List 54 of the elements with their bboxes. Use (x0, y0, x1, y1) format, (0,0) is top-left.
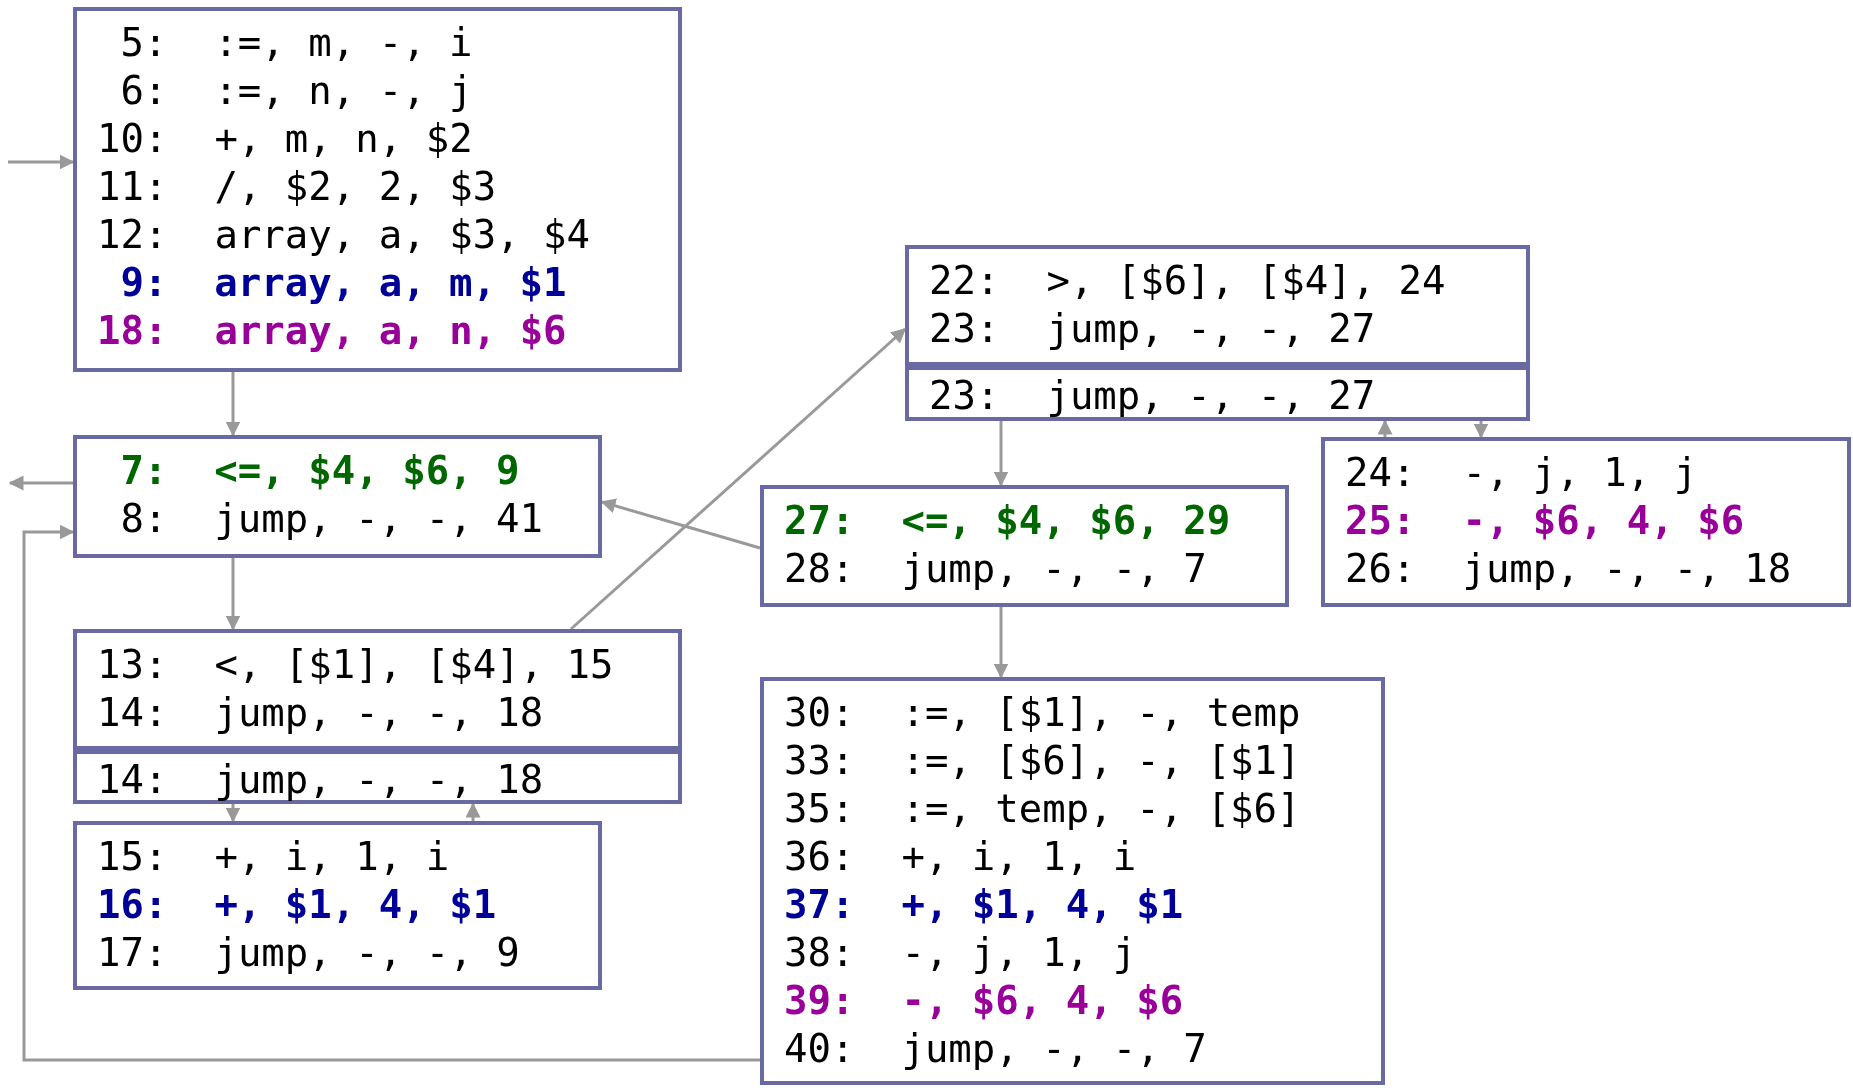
arrow (600, 498, 761, 550)
arrow (570, 327, 907, 631)
code-line: 8: jump, -, -, 41 (120, 495, 544, 543)
code-line: 7: <=, $4, $6, 9 (120, 447, 520, 495)
code-line: 26: jump, -, -, 18 (1345, 545, 1792, 593)
code-line: 28: jump, -, -, 7 (784, 545, 1207, 593)
code-line: 14: jump, -, -, 18 (97, 756, 544, 804)
arrow (225, 558, 241, 631)
code-line: 22: >, [$6], [$4], 24 (929, 257, 1446, 305)
code-line: 27: <=, $4, $6, 29 (784, 497, 1231, 545)
code-line: 30: :=, [$1], -, temp (784, 689, 1301, 737)
code-line: 39: -, $6, 4, $6 (784, 977, 1184, 1025)
code-line: 11: /, $2, 2, $3 (97, 163, 497, 211)
code-line: 25: -, $6, 4, $6 (1345, 497, 1745, 545)
code-line: 16: +, $1, 4, $1 (97, 881, 497, 929)
code-line: 5: :=, m, -, i (120, 19, 473, 67)
arrow (993, 421, 1009, 487)
code-line: 38: -, j, 1, j (784, 929, 1137, 977)
arrow (993, 607, 1009, 679)
code-line: 10: +, m, n, $2 (97, 115, 473, 163)
code-line: 18: array, a, n, $6 (97, 307, 567, 355)
code-line: 40: jump, -, -, 7 (784, 1025, 1207, 1073)
code-block-box (905, 366, 1530, 421)
code-block-box (905, 245, 1530, 366)
arrow (465, 802, 481, 821)
code-line: 36: +, i, 1, i (784, 833, 1137, 881)
code-line: 13: <, [$1], [$4], 15 (97, 641, 614, 689)
code-line: 15: +, i, 1, i (97, 833, 450, 881)
arrow (1377, 419, 1393, 437)
code-line: 37: +, $1, 4, $1 (784, 881, 1184, 929)
code-line: 33: :=, [$6], -, [$1] (784, 737, 1301, 785)
arrow (225, 804, 241, 823)
code-line: 12: array, a, $3, $4 (97, 211, 591, 259)
code-block-box (73, 629, 682, 750)
code-line: 24: -, j, 1, j (1345, 449, 1698, 497)
code-block-box (1321, 437, 1851, 607)
code-line: 23: jump, -, -, 27 (929, 372, 1376, 420)
code-line: 23: jump, -, -, 27 (929, 305, 1376, 353)
arrow (8, 154, 75, 170)
code-block-box (73, 435, 602, 558)
code-block-box (73, 7, 682, 372)
code-line: 6: :=, n, -, j (120, 67, 473, 115)
code-line: 35: :=, temp, -, [$6] (784, 785, 1301, 833)
code-block-box (73, 750, 682, 804)
arrow (22, 524, 760, 1062)
code-line: 14: jump, -, -, 18 (97, 689, 544, 737)
arrow (1473, 421, 1489, 439)
code-block-box (760, 485, 1289, 607)
arrow (225, 372, 241, 437)
code-block-box (760, 677, 1385, 1085)
code-line: 17: jump, -, -, 9 (97, 929, 520, 977)
code-block-box (73, 821, 602, 990)
arrow (8, 475, 73, 491)
code-line: 9: array, a, m, $1 (120, 259, 567, 307)
